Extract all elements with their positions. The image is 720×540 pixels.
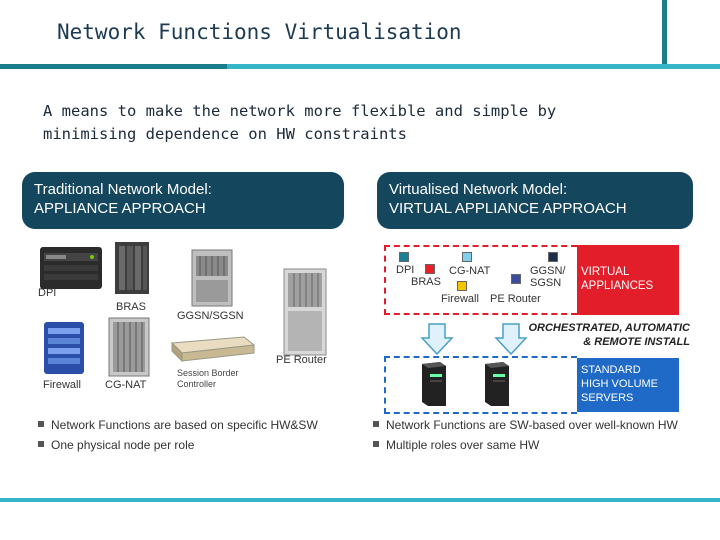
cg-nat-label: CG-NAT <box>105 379 147 391</box>
dpi-label: DPI <box>38 287 57 299</box>
virtual-appliances-box: VIRTUAL APPLIANCES <box>577 245 679 315</box>
virtual-dpi-label: DPI <box>396 264 415 276</box>
servers-line3: SERVERS <box>581 392 634 404</box>
virtualised-bullet-2-text: Multiple roles over same HW <box>386 438 540 452</box>
firewall-label: Firewall <box>43 379 81 391</box>
servers-line1: STANDARD <box>581 364 641 376</box>
standard-servers-box: STANDARD HIGH VOLUME SERVERS <box>577 358 679 412</box>
down-arrow-right-icon <box>494 323 528 356</box>
virtualised-bullet-1: Network Functions are SW-based over well… <box>373 418 678 432</box>
bras-appliance-image <box>115 242 149 294</box>
virtual-cg-nat-label: CG-NAT <box>449 265 491 277</box>
pe-router-swatch <box>511 274 521 284</box>
session-border-controller-label: Session Border Controller <box>177 368 239 390</box>
bras-swatch <box>425 264 435 274</box>
bullet-square-icon <box>38 421 44 427</box>
cg-nat-swatch <box>462 252 472 262</box>
virtualised-heading-line1: Virtualised Network Model: <box>389 181 568 198</box>
ggsn-sgsn-appliance-image <box>191 249 233 307</box>
bullet-square-icon <box>373 421 379 427</box>
virtual-ggsn-label-line2: SGSN <box>530 277 562 289</box>
server-right-image <box>485 362 509 406</box>
orchestrated-line2: & REMOTE INSTALL <box>583 336 690 348</box>
virtual-bras-label: BRAS <box>411 276 441 288</box>
traditional-heading-line1: Traditional Network Model: <box>34 181 212 198</box>
bullet-square-icon <box>373 441 379 447</box>
virtual-ggsn-label-line1: GGSN/ <box>530 265 566 277</box>
cg-nat-appliance-image <box>108 317 150 377</box>
virtual-appliances-line1: VIRTUAL <box>581 266 630 278</box>
virtualised-model-heading: Virtualised Network Model: VIRTUAL APPLI… <box>377 172 693 229</box>
server-left-image <box>422 362 446 406</box>
ggsn-sgsn-swatch <box>548 252 558 262</box>
orchestrated-line1: ORCHESTRATED, AUTOMATIC <box>528 322 690 334</box>
virtual-firewall-label: Firewall <box>441 293 479 305</box>
orchestrated-install-text: ORCHESTRATED, AUTOMATIC & REMOTE INSTALL <box>510 321 690 349</box>
traditional-bullet-2-text: One physical node per role <box>51 438 195 452</box>
page-title: Network Functions Virtualisation <box>57 20 462 44</box>
traditional-bullet-2: One physical node per role <box>38 438 194 452</box>
firewall-swatch <box>457 281 467 291</box>
pe-router-appliance-image <box>283 268 327 356</box>
ggsn-sgsn-label: GGSN/SGSN <box>177 310 244 322</box>
intro-text: A means to make the network more flexibl… <box>43 102 557 143</box>
session-border-controller-image <box>170 336 256 363</box>
session-border-label-line2: Controller <box>177 379 217 389</box>
bullet-square-icon <box>38 441 44 447</box>
down-arrow-left-icon <box>420 323 454 356</box>
header-vertical-bar <box>662 0 667 64</box>
virtual-appliances-dashed-frame <box>384 245 577 315</box>
session-border-label-line1: Session Border <box>177 368 239 378</box>
pe-router-label: PE Router <box>276 354 327 366</box>
dpi-appliance-image <box>40 247 102 289</box>
virtual-pe-router-label: PE Router <box>490 293 541 305</box>
virtual-appliances-line2: APPLIANCES <box>581 280 654 292</box>
traditional-bullet-1: Network Functions are based on specific … <box>38 418 318 432</box>
virtualised-heading-line2: VIRTUAL APPLIANCE APPROACH <box>389 200 627 217</box>
title-underline-accent <box>227 64 720 69</box>
firewall-appliance-image <box>44 322 84 374</box>
traditional-model-heading: Traditional Network Model: APPLIANCE APP… <box>22 172 344 229</box>
bras-label: BRAS <box>116 301 146 313</box>
virtualised-bullet-1-text: Network Functions are SW-based over well… <box>386 418 678 432</box>
standard-servers-dashed-frame <box>384 356 577 414</box>
servers-line2: HIGH VOLUME <box>581 378 659 390</box>
footer-rule <box>0 498 720 502</box>
traditional-heading-line2: APPLIANCE APPROACH <box>34 200 206 217</box>
virtualised-bullet-2: Multiple roles over same HW <box>373 438 539 452</box>
traditional-bullet-1-text: Network Functions are based on specific … <box>51 418 318 432</box>
dpi-swatch <box>399 252 409 262</box>
